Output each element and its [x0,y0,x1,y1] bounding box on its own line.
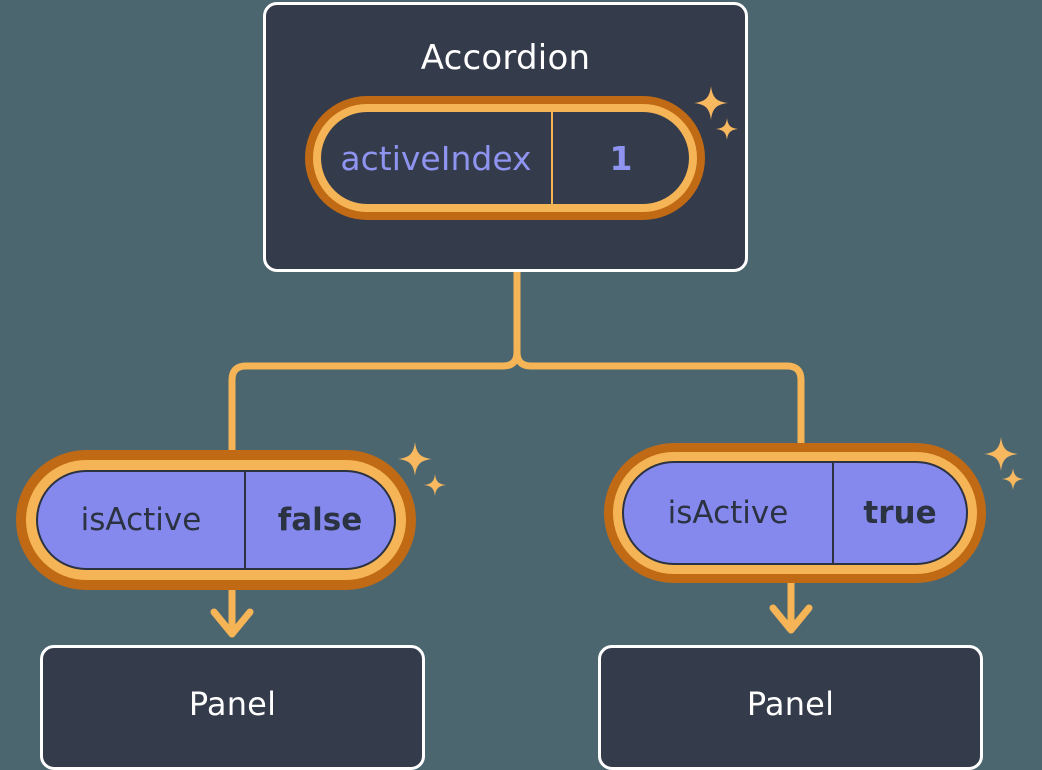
panel-title-right: Panel [746,685,835,723]
active-index-state-pill[interactable]: activeIndex 1 [321,112,689,204]
left-is-active-prop-pill[interactable]: isActive false [36,470,396,570]
left-is-active-value: false [244,472,394,568]
accordion-title: Accordion [420,38,591,78]
connector-branch-right [513,348,805,450]
arrowhead-left-icon [210,608,254,638]
right-is-active-value: true [832,463,966,563]
active-index-value: 1 [609,138,633,178]
sparkle-icon [1002,468,1024,490]
connector-branch-left [228,348,521,456]
panel-component-card-left[interactable]: Panel [40,645,425,770]
panel-component-card-right[interactable]: Panel [598,645,983,770]
sparkle-icon [398,442,432,476]
sparkle-icon [424,474,446,496]
active-index-key: activeIndex [321,112,553,204]
panel-title-left: Panel [188,685,277,723]
sparkle-icon [984,437,1018,471]
right-is-active-prop-pill[interactable]: isActive true [622,461,968,565]
right-is-active-key: isActive [667,495,789,531]
left-is-active-key: isActive [80,502,202,538]
arrowhead-right-icon [769,604,813,634]
